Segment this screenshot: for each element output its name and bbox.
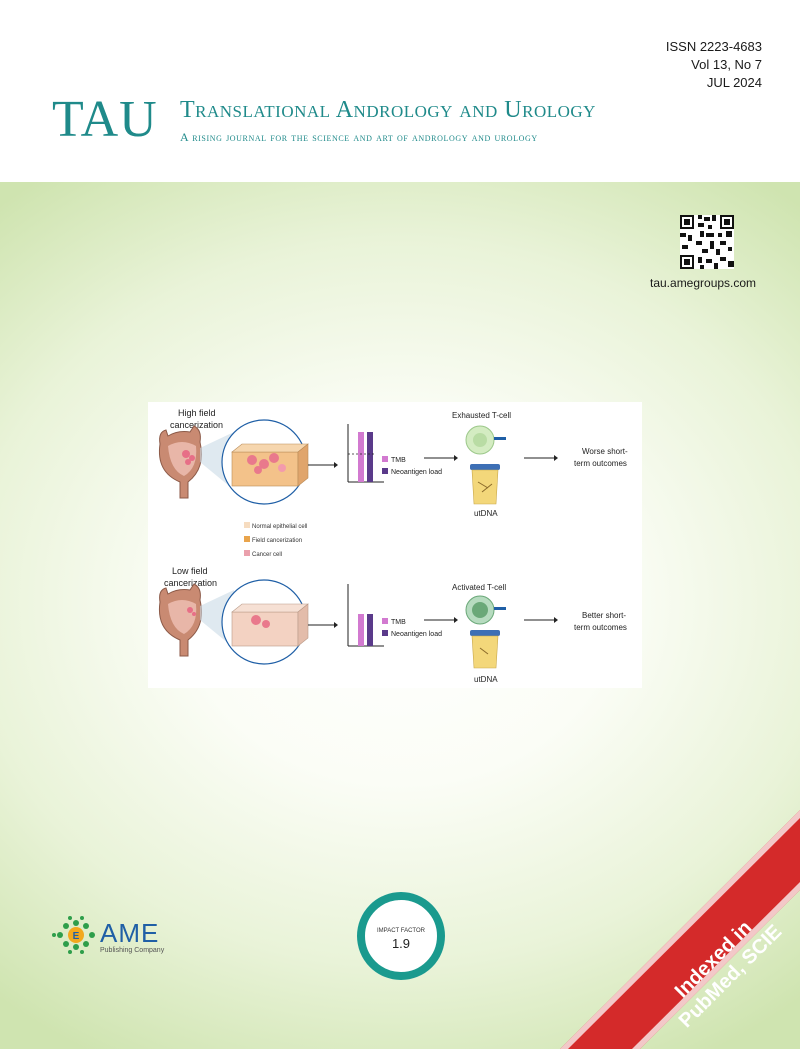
utdna-label-low: utDNA (474, 675, 498, 684)
journal-title: Translational Andrology and Urology (180, 97, 596, 123)
website-url[interactable]: tau.amegroups.com (650, 276, 757, 290)
impact-factor-label: IMPACT FACTOR (377, 928, 426, 934)
worse-outcomes-label: Worse short- (582, 447, 628, 456)
tmb-bar-low (358, 614, 364, 646)
issue-info: ISSN 2223-4683 Vol 13, No 7 JUL 2024 (666, 38, 762, 92)
tmb-bar-high (358, 432, 364, 482)
tmb-legend-high: TMB (391, 457, 406, 464)
utdna-cup-low (470, 630, 500, 669)
ame-logo-icon: E (52, 916, 95, 954)
impact-factor-value: 1.9 (392, 936, 410, 951)
neoantigen-legend-high: Neoantigen load (391, 469, 442, 476)
neoantigen-bar-high (367, 432, 373, 482)
neoantigen-bar-low (367, 614, 373, 646)
better-outcomes-label: Better short- (582, 611, 626, 620)
svg-text:E: E (73, 931, 80, 942)
utdna-label-high: utDNA (474, 509, 498, 518)
impact-factor-badge: JOURNAL CITATION REPORTS © 2024 Clarivat… (357, 892, 445, 980)
cover-header: ISSN 2223-4683 Vol 13, No 7 JUL 2024 TAU… (0, 0, 800, 182)
activated-tcell-label: Activated T-cell (452, 583, 506, 592)
tissue-block-low (231, 603, 309, 647)
better-outcomes-label-2: term outcomes (574, 623, 627, 632)
tmb-legend-low: TMB (391, 619, 406, 626)
legend-normal: Normal epithelial cell (252, 524, 307, 530)
legend-field: Field cancerization (252, 538, 302, 544)
low-field-label: Low field (172, 566, 208, 576)
volume: Vol 13, No 7 (691, 57, 762, 72)
cover-figure: High field cancerization TMB Neoantigen … (148, 402, 642, 688)
bladder-illustration-high (158, 425, 202, 499)
bladder-illustration-low (158, 583, 202, 657)
neoantigen-legend-low: Neoantigen load (391, 631, 442, 638)
tissue-block-high (231, 443, 309, 487)
legend-cancer: Cancer cell (252, 552, 282, 558)
journal-logo: TAU (52, 91, 158, 148)
exhausted-tcell-label: Exhausted T-cell (452, 411, 511, 420)
qr-code-icon (680, 215, 734, 269)
issn: ISSN 2223-4683 (665, 39, 762, 54)
high-field-label: High field (178, 408, 216, 418)
issue-date: JUL 2024 (706, 75, 762, 90)
publisher-tagline: Publishing Company (100, 947, 165, 954)
worse-outcomes-label-2: term outcomes (574, 459, 627, 468)
journal-subtitle: A rising journal for the science and art… (180, 130, 538, 144)
publisher-name: AME (100, 918, 160, 948)
indexed-ribbon: Indexed in PubMed, SCIE (560, 810, 800, 1049)
low-field-label-2: cancerization (164, 578, 217, 588)
utdna-cup-high (470, 464, 500, 505)
high-field-label-2: cancerization (170, 420, 223, 430)
